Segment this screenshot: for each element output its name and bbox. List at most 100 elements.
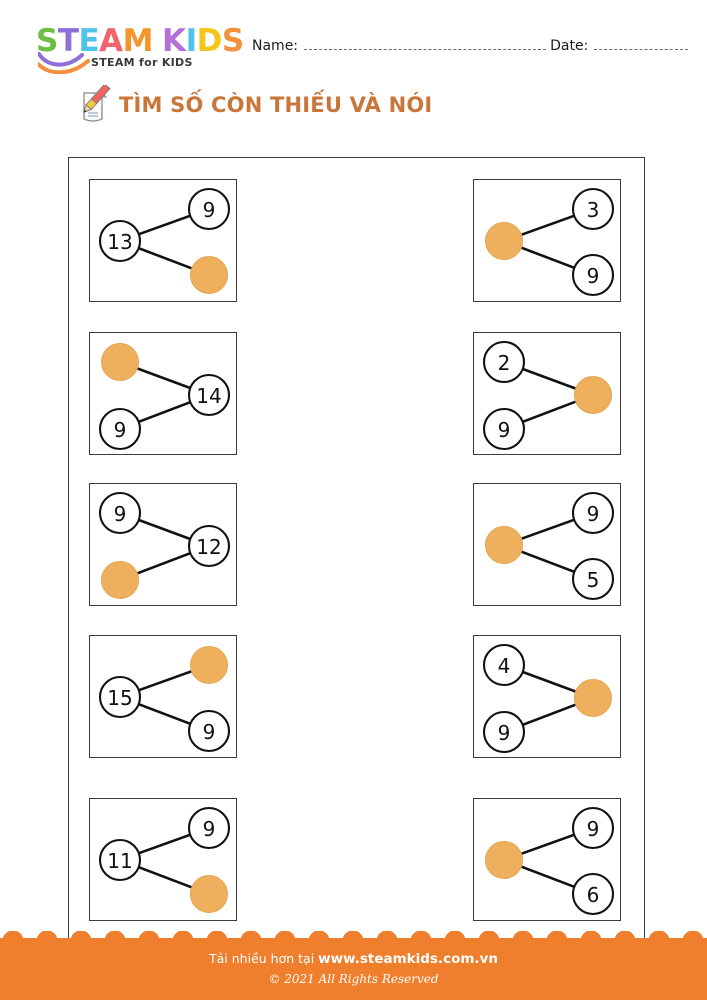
footer-website[interactable]: www.steamkids.com.vn	[318, 951, 498, 967]
number-label-part-bottom: 9	[114, 418, 127, 442]
connector-top	[136, 670, 193, 692]
number-label-whole: 14	[196, 384, 221, 408]
number-circle-part-bottom	[482, 407, 526, 451]
worksheet-title-row: TÌM SỐ CÒN THIẾU VÀ NÓI	[74, 84, 432, 126]
number-circle-whole	[187, 524, 231, 568]
connector-bottom	[520, 703, 577, 727]
page-title: TÌM SỐ CÒN THIẾU VÀ NÓI	[119, 93, 433, 117]
connector-top	[520, 367, 577, 390]
blank-answer-circle-whole[interactable]	[485, 841, 523, 879]
name-label: Name:	[252, 38, 299, 54]
name-input-line[interactable]	[304, 38, 547, 50]
number-label-whole: 15	[107, 686, 132, 710]
logo-letter-4: A	[99, 23, 123, 59]
blank-answer-circle-whole[interactable]	[485, 222, 523, 260]
connector-top	[520, 670, 577, 693]
number-label-part-top: 9	[587, 502, 600, 526]
number-circle-whole	[187, 373, 231, 417]
date-input-line[interactable]	[594, 38, 688, 50]
logo-letter-5: M	[122, 23, 154, 59]
number-label-part-bottom: 9	[587, 264, 600, 288]
problem-box-3: 14 9	[89, 332, 237, 455]
number-circle-whole	[98, 675, 142, 719]
page-footer: Tải nhiều hơn tại www.steamkids.com.vn ©…	[0, 931, 707, 1000]
connector-bottom	[520, 400, 577, 424]
connector-bottom	[136, 551, 193, 575]
pencil-note-icon	[83, 85, 111, 122]
connector-bottom	[520, 550, 577, 574]
number-circle-part-bottom	[98, 407, 142, 451]
number-circle-part-bottom	[571, 557, 615, 601]
connector-top	[136, 518, 193, 541]
number-circle-part-bottom	[571, 253, 615, 297]
number-circle-part-top	[571, 491, 615, 535]
connector-top	[136, 367, 193, 390]
footer-site-line: Tải nhiều hơn tại www.steamkids.com.vn	[0, 951, 707, 967]
number-circle-part-top	[571, 806, 615, 850]
number-label-part-top: 9	[587, 817, 600, 841]
number-label-part-bottom: 5	[587, 568, 600, 592]
blank-answer-circle-whole[interactable]	[485, 526, 523, 564]
logo-letter-2: T	[57, 23, 79, 59]
number-circle-whole	[98, 838, 142, 882]
number-circle-part-bottom	[482, 710, 526, 754]
number-label-whole: 11	[107, 849, 132, 873]
number-circle-part-top	[482, 340, 526, 384]
blank-answer-circle-part-top[interactable]	[101, 343, 139, 381]
number-circle-part-bottom	[571, 872, 615, 916]
number-circle-whole	[98, 219, 142, 263]
connector-bottom	[136, 865, 193, 889]
logo-tagline: STEAM for KIDS	[91, 56, 193, 69]
number-circle-part-top	[187, 187, 231, 231]
footer-copyright: © 2021 All Rights Reserved	[268, 972, 439, 986]
logo-letter-8: D	[196, 23, 223, 59]
number-label-whole: 12	[196, 535, 221, 559]
number-label-whole: 13	[107, 230, 132, 254]
number-label-part-bottom: 9	[498, 418, 511, 442]
number-label-part-top: 3	[587, 198, 600, 222]
problem-box-9: 11 9	[89, 798, 237, 921]
connector-top	[520, 518, 577, 540]
blank-answer-circle-part-bottom[interactable]	[190, 256, 228, 294]
connector-bottom	[520, 865, 577, 889]
number-label-part-top: 9	[114, 502, 127, 526]
logo-letter-3: E	[78, 23, 100, 59]
number-label-part-bottom: 9	[203, 720, 216, 744]
connector-top	[136, 833, 193, 855]
footer-prefix: Tải nhiều hơn tại	[209, 951, 319, 966]
number-circle-part-bottom	[187, 709, 231, 753]
number-label-part-top: 9	[203, 198, 216, 222]
number-label-part-top: 4	[498, 654, 511, 678]
number-label-part-top: 9	[203, 817, 216, 841]
number-circle-part-top	[482, 643, 526, 687]
blank-answer-circle-part-bottom[interactable]	[190, 875, 228, 913]
scallop-edge-icon	[0, 931, 707, 945]
blank-answer-circle-whole[interactable]	[574, 376, 612, 414]
connector-bottom	[136, 400, 193, 424]
blank-answer-circle-part-top[interactable]	[190, 646, 228, 684]
connector-top	[520, 833, 577, 855]
logo-letter-6: K	[162, 23, 186, 59]
connector-bottom	[136, 702, 193, 726]
number-label-part-bottom: 9	[498, 721, 511, 745]
blank-answer-circle-part-bottom[interactable]	[101, 561, 139, 599]
blank-answer-circle-whole[interactable]	[574, 679, 612, 717]
number-circle-part-top	[571, 187, 615, 231]
number-circle-part-top	[187, 806, 231, 850]
logo-letter-7: I	[185, 23, 198, 59]
date-label: Date:	[550, 38, 589, 54]
number-label-part-top: 2	[498, 351, 511, 375]
number-label-part-bottom: 6	[587, 883, 600, 907]
logo-letter-9: S	[221, 23, 244, 59]
connector-top	[520, 214, 577, 236]
number-circle-part-top	[98, 491, 142, 535]
